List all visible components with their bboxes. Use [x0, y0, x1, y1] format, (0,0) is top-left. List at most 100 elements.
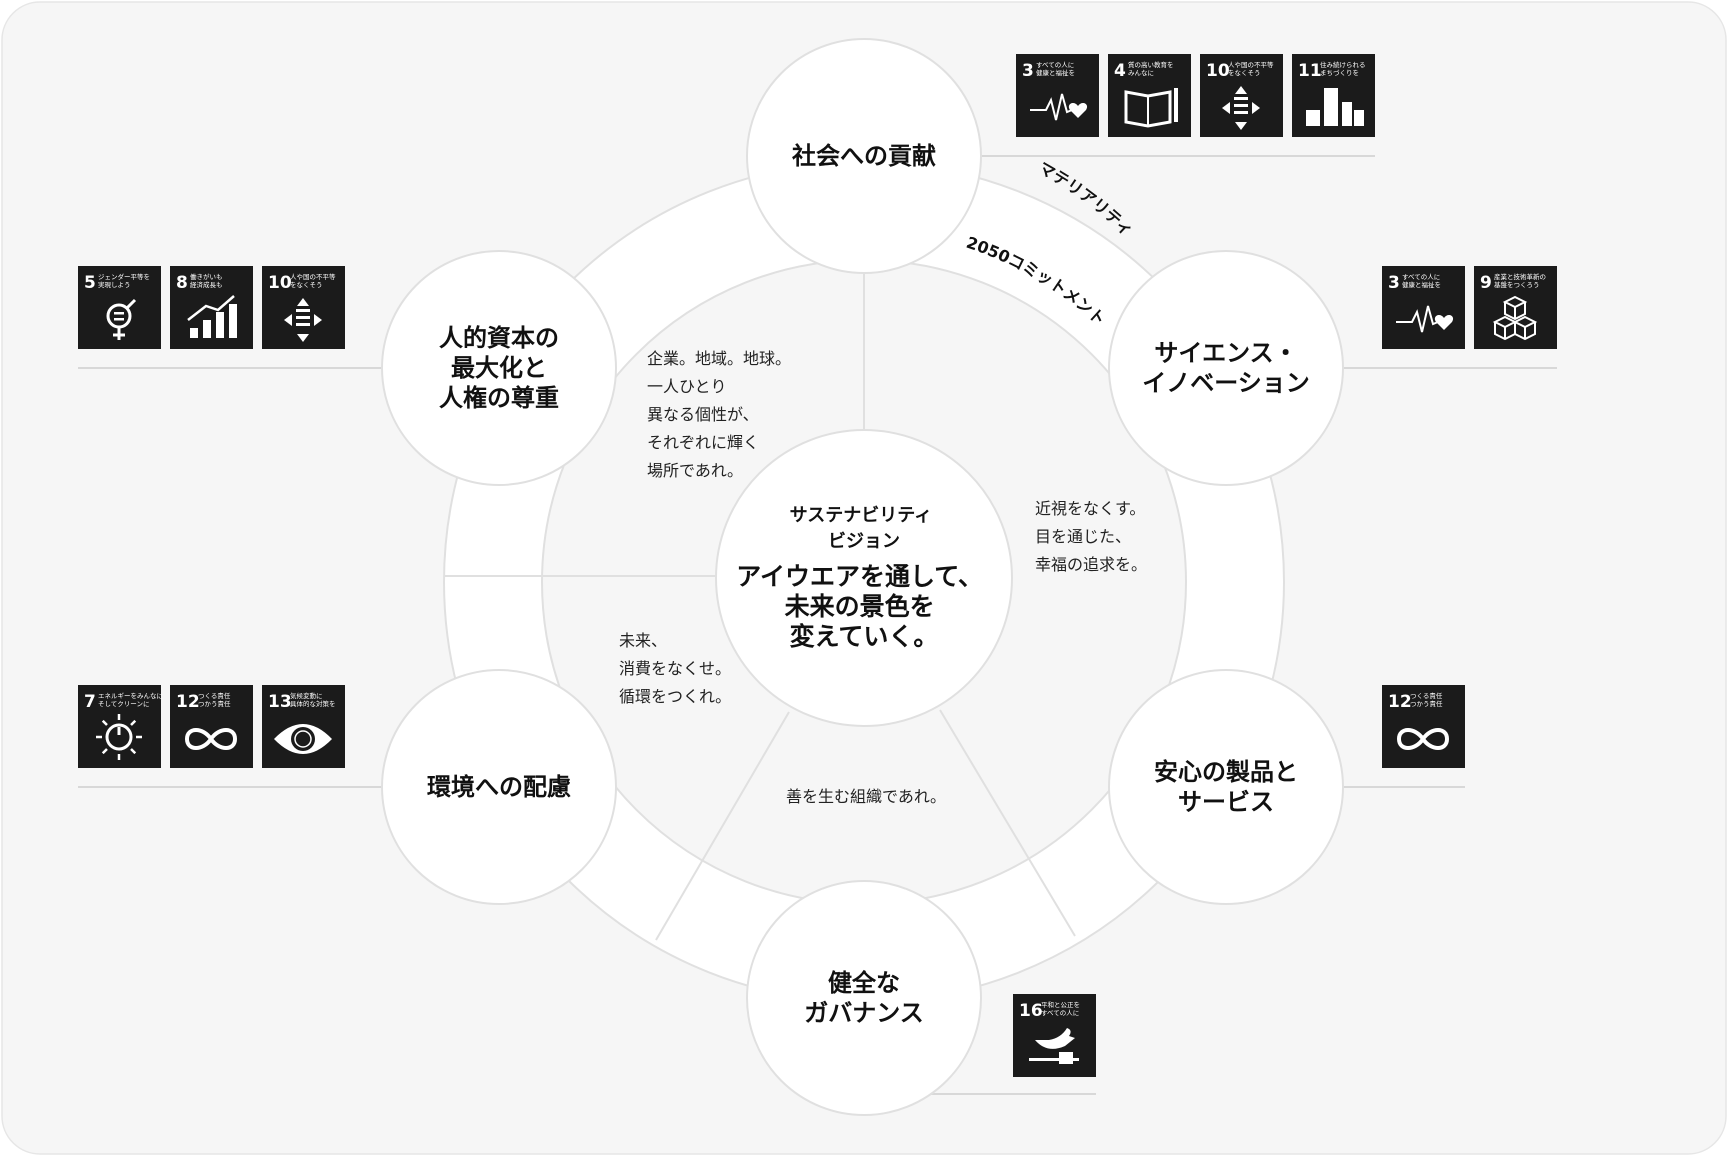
sdg-goal-12-number: 12: [1388, 692, 1412, 712]
sdg-goal-8-number: 8: [176, 273, 188, 293]
sun-power-icon: [96, 714, 142, 760]
sdg-goal-8-caption: 働きがいも: [190, 272, 223, 281]
sdg-goal-12-caption: つくる責任: [198, 691, 231, 700]
node-science-title: サイエンス・イノベーション: [1142, 339, 1310, 397]
sdg-goal-5-caption: 実現しよう: [98, 280, 131, 289]
equality-arrows-icon: [1222, 86, 1260, 130]
sdg-goal-3-caption: すべての人に: [1036, 61, 1074, 69]
sdg-goal-8-caption: 経済成長も: [190, 280, 223, 289]
sdg-goal-11-caption: 住み続けられる: [1320, 60, 1366, 69]
heartbeat-icon: [1396, 305, 1454, 333]
node-environment: 環境への配慮: [381, 669, 617, 905]
sdg-goal-4-number: 4: [1114, 61, 1126, 81]
sdg-goal-12-caption: つかう責任: [1410, 699, 1443, 708]
sdg-goal-16-caption: 平和と公正を: [1041, 1000, 1080, 1009]
sdg-goal-16-caption: すべての人に: [1041, 1009, 1079, 1017]
sdg-goal-12-caption: つかう責任: [198, 699, 231, 708]
commitment-environment: 未来、 消費をなくせ。 循環をつくれ。: [619, 631, 736, 706]
sdg-goal-10-number: 10: [1206, 61, 1230, 81]
sdg-goal-10-caption: 人や国の不平等: [290, 272, 336, 281]
infinity-icon: [184, 728, 238, 750]
vision-subtitle: サステナビリティ ビジョン: [790, 505, 939, 552]
sdg-goal-9-caption: 基盤をつくろう: [1494, 280, 1540, 289]
node-society: 社会への貢献: [746, 38, 982, 274]
sdg-goal-13-caption: 気候変動に: [290, 691, 323, 700]
sdg-goal-10-caption: 人や国の不平等: [1228, 60, 1274, 69]
sdg-goal-4-caption: 質の高い教育を: [1128, 60, 1174, 69]
sdg-goal-9-number: 9: [1480, 273, 1492, 293]
vision-statement: アイウエアを通して、 未来の景色を 変えていく。: [736, 562, 991, 651]
gender-equality-icon: [106, 298, 137, 340]
sdg-goal-11-number: 11: [1298, 61, 1322, 81]
sdg-goal-10-caption: をなくそう: [290, 281, 323, 289]
node-product-title: 安心の製品とサービス: [1154, 758, 1298, 816]
node-environment-title: 環境への配慮: [427, 773, 571, 801]
city-buildings-icon: [1306, 88, 1364, 126]
heartbeat-icon: [1030, 93, 1088, 121]
node-society-circle: [746, 38, 982, 274]
sdg-goal-7-number: 7: [84, 692, 96, 712]
sdg-goal-3-caption: すべての人に: [1402, 273, 1440, 281]
commitment-texts: 企業。地域。地球。 一人ひとり 異なる個性が、 それぞれに輝く 場所であれ。 近…: [619, 349, 1151, 806]
sdg-goal-3-number: 3: [1022, 61, 1034, 81]
sdg-goal-10-caption: をなくそう: [1228, 69, 1261, 77]
node-environment-circle: [381, 669, 617, 905]
infinity-icon: [1396, 728, 1450, 750]
node-science-circle: [1108, 250, 1344, 486]
node-governance: 健全なガバナンス: [746, 880, 982, 1116]
sdg-goal-3-caption: 健康と福祉を: [1036, 68, 1075, 77]
commitment-governance: 善を生む組織であれ。: [786, 787, 946, 806]
sdg-goal-4-caption: みんなに: [1128, 69, 1154, 77]
node-human-title: 人的資本の最大化と人権の尊重: [439, 324, 559, 412]
sdg-goal-3-number: 3: [1388, 273, 1400, 293]
sdg-goal-5-number: 5: [84, 273, 96, 293]
node-product: 安心の製品とサービス: [1108, 669, 1344, 905]
node-science: サイエンス・イノベーション: [1108, 250, 1344, 486]
node-governance-title: 健全なガバナンス: [804, 969, 924, 1027]
sdg-goal-13-number: 13: [268, 692, 292, 712]
commitment-human: 企業。地域。地球。 一人ひとり 異なる個性が、 それぞれに輝く 場所であれ。: [647, 349, 796, 480]
sdg-goal-12-number: 12: [176, 692, 200, 712]
node-human-circle: [381, 250, 617, 486]
vision-circle: サステナビリティ ビジョン アイウエアを通して、 未来の景色を 変えていく。: [715, 429, 1013, 727]
sdg-goal-9-caption: 産業と技術革新の: [1494, 272, 1546, 281]
sdg-goal-7-caption: そしてクリーンに: [98, 700, 149, 708]
sdg-goal-11-caption: まちづくりを: [1320, 68, 1359, 77]
growth-chart-icon: [187, 295, 237, 338]
node-governance-circle: [746, 880, 982, 1116]
node-society-title: 社会への貢献: [792, 142, 936, 170]
sector-dividers: [444, 260, 1076, 941]
node-human: 人的資本の最大化と人権の尊重: [381, 250, 617, 486]
commitment-science: 近視をなくす。 目を通じた、 幸福の追求を。: [1035, 499, 1151, 574]
sdg-goal-12-caption: つくる責任: [1410, 691, 1443, 700]
cubes-icon: [1492, 295, 1538, 341]
sdg-goal-3-caption: 健康と福祉を: [1402, 280, 1441, 289]
sdg-goal-5-caption: ジェンダー平等を: [98, 272, 150, 281]
book-pencil-icon: [1124, 88, 1178, 128]
sdg-goal-7-caption: エネルギーをみんなに: [98, 692, 163, 700]
eye-globe-icon: [274, 724, 332, 754]
equality-arrows-icon: [284, 298, 322, 342]
dove-gavel-icon: [1029, 1028, 1079, 1064]
sdg-goal-10-number: 10: [268, 273, 292, 293]
sdg-goal-13-caption: 具体的な対策を: [290, 699, 336, 708]
sdg-goal-16-number: 16: [1019, 1001, 1043, 1021]
node-product-circle: [1108, 669, 1344, 905]
